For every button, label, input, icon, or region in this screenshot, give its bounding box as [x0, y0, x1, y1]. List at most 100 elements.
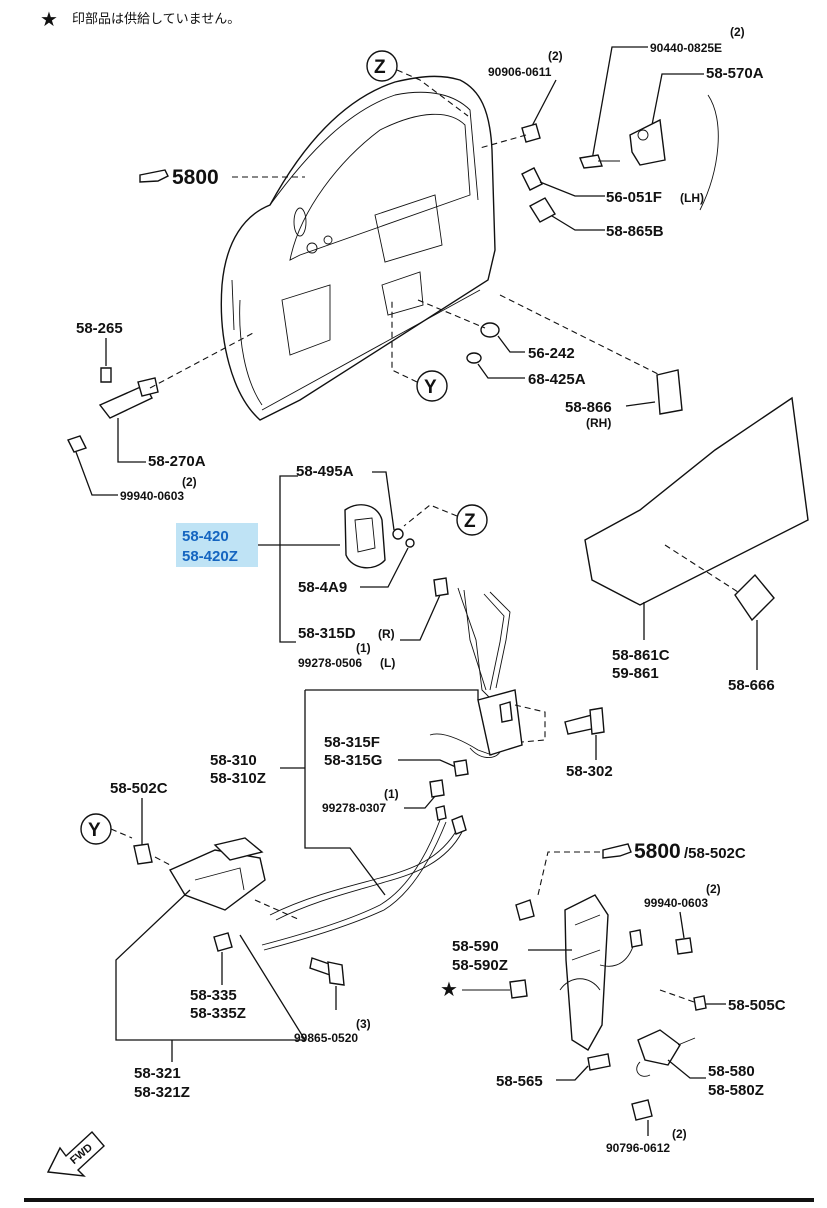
svg-text:58-570A: 58-570A	[706, 65, 764, 82]
part-90796-0612: (2) 90796-0612	[606, 1099, 687, 1155]
svg-text:58-565: 58-565	[496, 1073, 543, 1090]
svg-text:58-590Z: 58-590Z	[452, 957, 508, 974]
svg-text:99278-0506: 99278-0506	[298, 656, 362, 670]
svg-text:58-590: 58-590	[452, 938, 499, 955]
svg-text:(2): (2)	[548, 49, 563, 63]
svg-text:58-315D: 58-315D	[298, 625, 356, 642]
svg-text:58-315G: 58-315G	[324, 752, 382, 769]
part-90440-0825E: (2) 90440-0825E	[579, 25, 745, 169]
svg-text:5800: 5800	[634, 840, 681, 863]
part-58-570A: 58-570A	[629, 65, 764, 211]
ref-5800-bottom: 5800 /58-502C	[537, 840, 746, 896]
svg-text:/58-502C: /58-502C	[684, 845, 746, 862]
svg-text:58-580: 58-580	[708, 1063, 755, 1080]
ref-5800-top: 5800	[139, 166, 305, 189]
svg-text:99940-0603: 99940-0603	[120, 489, 184, 503]
svg-text:58-505C: 58-505C	[728, 997, 786, 1014]
part-58-315F: 58-315F 58-315G	[324, 734, 469, 777]
svg-text:5800: 5800	[172, 166, 219, 189]
svg-text:90796-0612: 90796-0612	[606, 1141, 670, 1155]
svg-text:58-865B: 58-865B	[606, 223, 664, 240]
svg-text:(R): (R)	[378, 627, 395, 641]
ref-y-bottom: Y	[88, 820, 101, 841]
ref-y-circle-top	[416, 370, 448, 402]
part-58-4A9: 58-4A9	[298, 538, 415, 596]
svg-text:(2): (2)	[706, 882, 721, 896]
part-58-861C: 58-861C 59-861	[584, 396, 809, 682]
svg-text:(LH): (LH)	[680, 191, 704, 205]
highlight-58-420	[176, 523, 258, 567]
part-99865-0520: (3) 99865-0520	[294, 957, 371, 1045]
part-68-425A: 68-425A	[466, 352, 586, 388]
svg-text:90440-0825E: 90440-0825E	[650, 41, 722, 55]
svg-text:68-425A: 68-425A	[528, 371, 586, 388]
svg-text:99278-0307: 99278-0307	[322, 801, 386, 815]
svg-text:58-861C: 58-861C	[612, 647, 670, 664]
part-58-865B: 58-865B	[529, 197, 664, 240]
bracket-inner-handle	[279, 475, 298, 643]
fwd-arrow-icon: FWD	[46, 1130, 105, 1177]
svg-text:58-502C: 58-502C	[110, 780, 168, 797]
part-90906-0611: (2) 90906-0611	[479, 49, 563, 149]
part-99940-0603-top: (2) 99940-0603	[67, 435, 197, 503]
svg-text:58-310Z: 58-310Z	[210, 770, 266, 787]
part-58-315D: 58-315D (R) (1) 99278-0506 (L)	[298, 577, 449, 670]
part-56-051F: 56-051F (LH)	[521, 167, 704, 206]
part-58-580: 58-580 58-580Z	[636, 1029, 764, 1099]
svg-text:(L): (L)	[380, 656, 395, 670]
svg-text:(2): (2)	[730, 25, 745, 39]
ref-z-circle-top	[366, 50, 398, 82]
svg-text:99940-0603: 99940-0603	[644, 896, 708, 910]
svg-text:56-242: 56-242	[528, 345, 575, 362]
label-58-420Z: 58-420Z	[182, 548, 238, 565]
svg-text:90906-0611: 90906-0611	[488, 65, 552, 79]
part-56-242: 56-242	[417, 299, 575, 362]
lock-cables	[261, 805, 467, 951]
star-icon: ★	[40, 7, 58, 31]
label-58-420: 58-420	[182, 528, 229, 545]
part-58-420: 58-420 58-420Z	[182, 504, 386, 569]
part-99940-0603-bottom: (2) 99940-0603	[644, 882, 721, 955]
part-58-270A: 58-270A	[98, 331, 256, 470]
pointing-hand-icon-bottom	[602, 843, 632, 859]
svg-text:(2): (2)	[182, 475, 197, 489]
door-shell	[220, 75, 496, 421]
star-icon-bolt: ★	[440, 979, 458, 1001]
svg-text:58-321: 58-321	[134, 1065, 181, 1082]
part-58-565: 58-565	[496, 1053, 611, 1090]
svg-text:58-310: 58-310	[210, 752, 257, 769]
door-latch-assembly	[429, 587, 546, 758]
svg-text:58-302: 58-302	[566, 763, 613, 780]
svg-text:58-866: 58-866	[565, 399, 612, 416]
header-note: 印部品は供給していません。	[72, 12, 240, 27]
svg-text:(1): (1)	[356, 641, 371, 655]
star-bolt: ★	[440, 979, 528, 1001]
svg-text:58-495A: 58-495A	[296, 463, 354, 480]
ref-y-top: Y	[424, 377, 437, 398]
part-58-310: 58-310 58-310Z	[210, 752, 305, 787]
ref-z-top: Z	[374, 57, 386, 78]
ref-z-circle-mid	[456, 504, 488, 536]
part-58-495A: 58-495A	[296, 463, 404, 540]
part-58-866: 58-866 (RH)	[499, 294, 683, 430]
svg-text:(3): (3)	[356, 1017, 371, 1031]
svg-text:(1): (1)	[384, 787, 399, 801]
part-58-335: 58-335 58-335Z	[190, 932, 246, 1022]
svg-text:59-861: 59-861	[612, 665, 659, 682]
pointing-hand-icon	[139, 169, 169, 183]
svg-text:(RH): (RH)	[586, 416, 611, 430]
line-58-310-top	[305, 689, 479, 700]
latch-assy-58-590: 58-590 58-590Z	[452, 894, 643, 1051]
part-58-505C: 58-505C	[659, 989, 786, 1014]
part-58-666: 58-666	[664, 544, 775, 694]
part-58-502C: 58-502C	[110, 780, 168, 865]
svg-text:58-321Z: 58-321Z	[134, 1084, 190, 1101]
svg-text:56-051F: 56-051F	[606, 189, 662, 206]
part-99278-0307: (1) 99278-0307	[322, 779, 445, 815]
svg-text:58-4A9: 58-4A9	[298, 579, 347, 596]
svg-text:58-335Z: 58-335Z	[190, 1005, 246, 1022]
part-58-265: 58-265	[76, 320, 123, 383]
svg-text:58-265: 58-265	[76, 320, 123, 337]
